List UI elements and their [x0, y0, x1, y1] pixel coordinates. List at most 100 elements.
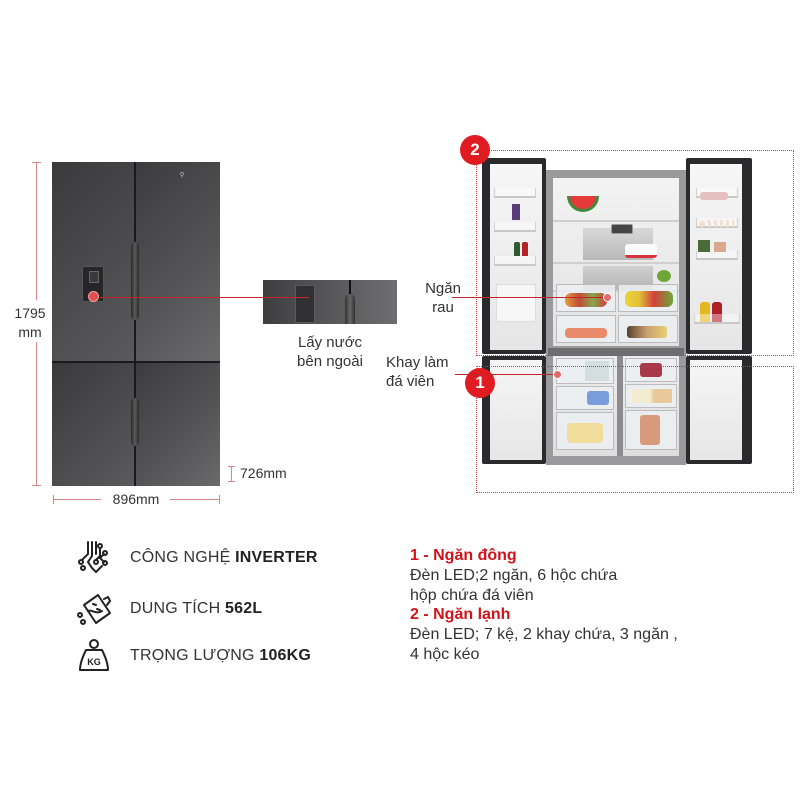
width-dimension-line-left [53, 499, 101, 500]
freezer-door-bottom-left [52, 363, 134, 486]
water-tank [496, 284, 536, 322]
door-bin [694, 314, 740, 324]
ice-tray-label-line2: đá viên [386, 373, 435, 390]
spec-fridge-line: 4 hộc kéo [410, 646, 480, 663]
oil-bottle-item [700, 302, 710, 324]
door-seam-vertical [134, 162, 136, 486]
door-bin [494, 188, 536, 198]
feature-weight: KG TRỌNG LƯỢNG 106KG [74, 636, 311, 676]
zone-badge-freezer[interactable]: 1 [465, 368, 495, 398]
crisper-label-line2: rau [432, 299, 454, 316]
nuts-container-item [640, 415, 660, 445]
sauce-bottle-red [522, 242, 528, 256]
control-display [611, 224, 633, 234]
door-inner-panel [490, 164, 542, 350]
crisper-hotspot-icon[interactable] [603, 293, 612, 302]
door-inner-panel [690, 164, 742, 350]
vegetables-item [625, 291, 673, 307]
dispenser-caption-line1: Lấy nước [297, 334, 363, 351]
freezer-dimension-cap-bottom [228, 481, 235, 482]
door-bin [494, 256, 536, 266]
dispenser-hotspot-icon[interactable] [88, 291, 99, 302]
freezer-dimension-cap-top [228, 466, 235, 467]
dispenser-callout-line [100, 297, 300, 298]
ice-tray-callout-label: Khay làm đá viên [386, 353, 449, 391]
spec-fridge-title: 2 - Ngăn lạnh [410, 606, 511, 623]
ice-tray-callout-line [455, 374, 555, 375]
feature-weight-text: TRỌNG LƯỢNG 106KG [130, 647, 311, 665]
feature-label: CÔNG NGHỆ [130, 549, 236, 566]
jar-item [714, 242, 726, 252]
freezer-center-divider [617, 356, 623, 456]
door-bin [696, 250, 738, 260]
blue-container-item [587, 391, 609, 405]
height-dimension-cap-top [32, 162, 41, 163]
food-container-item [567, 423, 603, 443]
door-inner-panel [490, 360, 542, 460]
door-inner-panel [690, 360, 742, 460]
spec-freezer-line: hộp chứa đá viên [410, 587, 534, 604]
detail-handle [345, 294, 355, 324]
detail-callout-line [263, 297, 309, 298]
spec-fridge-line: Đèn LED; 7 kệ, 2 khay chứa, 3 ngăn , [410, 626, 678, 643]
dispenser-nozzle [89, 271, 99, 283]
detail-dispenser-panel [295, 285, 315, 323]
shelf [553, 290, 679, 292]
spec-fridge: 2 - Ngăn lạnh Đèn LED; 7 kệ, 2 khay chứa… [410, 605, 678, 665]
container-item [700, 192, 728, 200]
salmon-item [565, 328, 607, 338]
door-handle-upper [131, 242, 139, 320]
feature-label: TRỌNG LƯỢNG [130, 647, 260, 664]
spec-freezer: 1 - Ngăn đông Đèn LED;2 ngăn, 6 hộc chứa… [410, 546, 617, 606]
door-handle-lower [131, 398, 139, 446]
freezer-drawer-left-bottom [556, 412, 614, 450]
compartment-divider [548, 348, 684, 356]
feature-inverter-text: CÔNG NGHỆ INVERTER [130, 549, 318, 567]
feature-value: 562L [225, 600, 263, 617]
freezer-dimension-line [231, 466, 232, 481]
fridge-door-right-open [686, 158, 752, 354]
feature-capacity: DUNG TÍCH 562L [74, 589, 262, 629]
meat-drawer-left [556, 315, 616, 343]
fridge-closed-front: ⚲ [52, 162, 220, 486]
brand-logo-icon: ⚲ [179, 172, 185, 179]
cake-item [625, 244, 657, 258]
dispenser-detail-image [263, 280, 397, 324]
door-seam-horizontal [52, 361, 220, 363]
feature-label: DUNG TÍCH [130, 600, 226, 617]
crisper-label-line1: Ngăn [425, 280, 461, 297]
freezer-drawer-left-middle [556, 386, 614, 410]
height-dimension-cap-bottom [32, 485, 41, 486]
freezer-drawer-right-bottom [625, 410, 677, 450]
juice-box-item [512, 204, 520, 220]
zone-box-fridge [476, 150, 794, 356]
width-label: 896mm [112, 491, 160, 507]
freezer-height-label: 726mm [240, 465, 287, 481]
freezer-door-bottom-right [136, 363, 220, 486]
fridge-door-top-right [136, 162, 220, 361]
ice-tray-label-line1: Khay làm [386, 354, 449, 371]
crisper-drawer-right [618, 284, 678, 312]
eggs-item [698, 220, 734, 227]
juice-bottle-item [712, 302, 722, 324]
feature-value: INVERTER [235, 549, 318, 566]
ice-tray-hotspot-icon[interactable] [553, 370, 562, 379]
height-value: 1795 [14, 305, 46, 321]
meat-drawer-right [618, 315, 678, 343]
width-dimension-cap-right [219, 495, 220, 504]
spec-freezer-title: 1 - Ngăn đông [410, 547, 517, 564]
feature-capacity-text: DUNG TÍCH 562L [130, 600, 262, 618]
capacity-jug-icon [77, 594, 111, 625]
zone-badge-number: 2 [470, 140, 480, 159]
crisper-callout-label: Ngăn rau [418, 279, 468, 317]
feature-inverter: CÔNG NGHỆ INVERTER [74, 538, 318, 578]
freezer-drawer-right-middle [625, 384, 677, 408]
zone-badge-number: 1 [475, 373, 485, 392]
width-dimension-line-right [170, 499, 219, 500]
watermelon-item [567, 196, 599, 212]
fridge-door-top-left [52, 162, 134, 361]
meat-cheese-item [627, 326, 667, 338]
svg-text:KG: KG [87, 657, 101, 667]
zone-badge-fridge[interactable]: 2 [460, 135, 490, 165]
shelf [553, 220, 679, 222]
